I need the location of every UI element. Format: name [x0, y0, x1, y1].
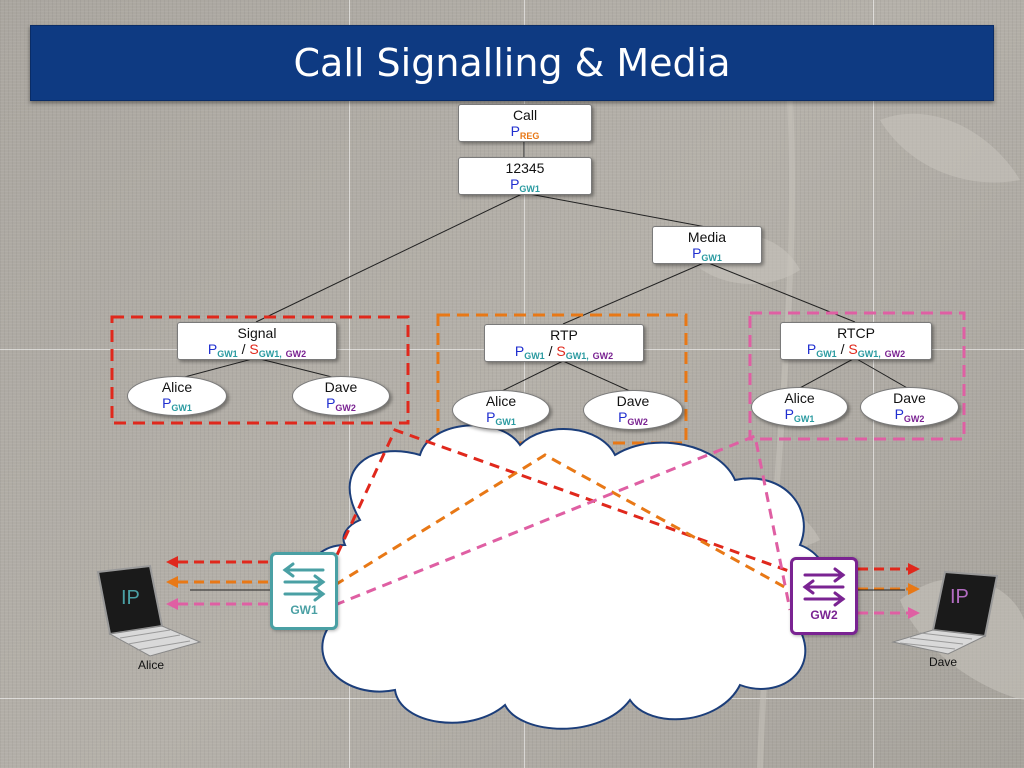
rtp-alice-oval: Alice PGW1: [452, 390, 550, 430]
gw1-label: GW1: [290, 603, 318, 617]
rtcp-alice-oval: Alice PGW1: [751, 387, 848, 427]
signal-node: Signal PGW1 / SGW1, GW2: [177, 322, 337, 360]
alice-laptop-icon: [96, 564, 202, 657]
swap-arrows-icon: [802, 567, 846, 607]
signal-group-box: [110, 315, 410, 425]
rtp-node: RTP PGW1 / SGW1, GW2: [484, 324, 644, 362]
gw1-gateway: GW1: [270, 552, 338, 630]
arrowhead-icon: [166, 556, 178, 568]
dave-ip-text: IP: [950, 586, 969, 608]
arrowhead-icon: [908, 607, 920, 619]
dave-laptop-icon: [891, 570, 999, 655]
grid-line: [873, 0, 874, 768]
rtp-dave-oval: Dave PGW2: [583, 390, 683, 430]
dave-pc-label: Dave: [928, 655, 957, 669]
alice-ip-text: IP: [121, 587, 140, 609]
signal-alice-oval: Alice PGW1: [127, 376, 227, 416]
gw2-label: GW2: [810, 608, 838, 622]
call-id-node: 12345 PGW1: [458, 157, 592, 195]
rtcp-node: RTCP PGW1 / SGW1, GW2: [780, 322, 932, 360]
arrowhead-icon: [166, 576, 178, 588]
signal-dave-oval: Dave PGW2: [292, 376, 390, 416]
arrowhead-icon: [166, 598, 178, 610]
rtcp-dave-oval: Dave PGW2: [860, 387, 959, 427]
signal-path: [328, 428, 801, 577]
title-bar: Call Signalling & Media: [30, 25, 994, 101]
rtcp-group-box: [748, 311, 966, 441]
slide-title: Call Signalling & Media: [293, 41, 731, 85]
network-cloud: [304, 424, 830, 730]
swap-arrows-icon: [282, 562, 326, 602]
gw2-gateway: GW2: [790, 557, 858, 635]
alice-pc-label: Alice: [137, 658, 164, 672]
call-node: Call PREG: [458, 104, 592, 142]
arrowhead-icon: [908, 563, 920, 575]
rtp-path: [334, 453, 791, 592]
media-node: Media PGW1: [652, 226, 762, 264]
arrowhead-icon: [908, 583, 920, 595]
grid-line: [524, 0, 525, 768]
